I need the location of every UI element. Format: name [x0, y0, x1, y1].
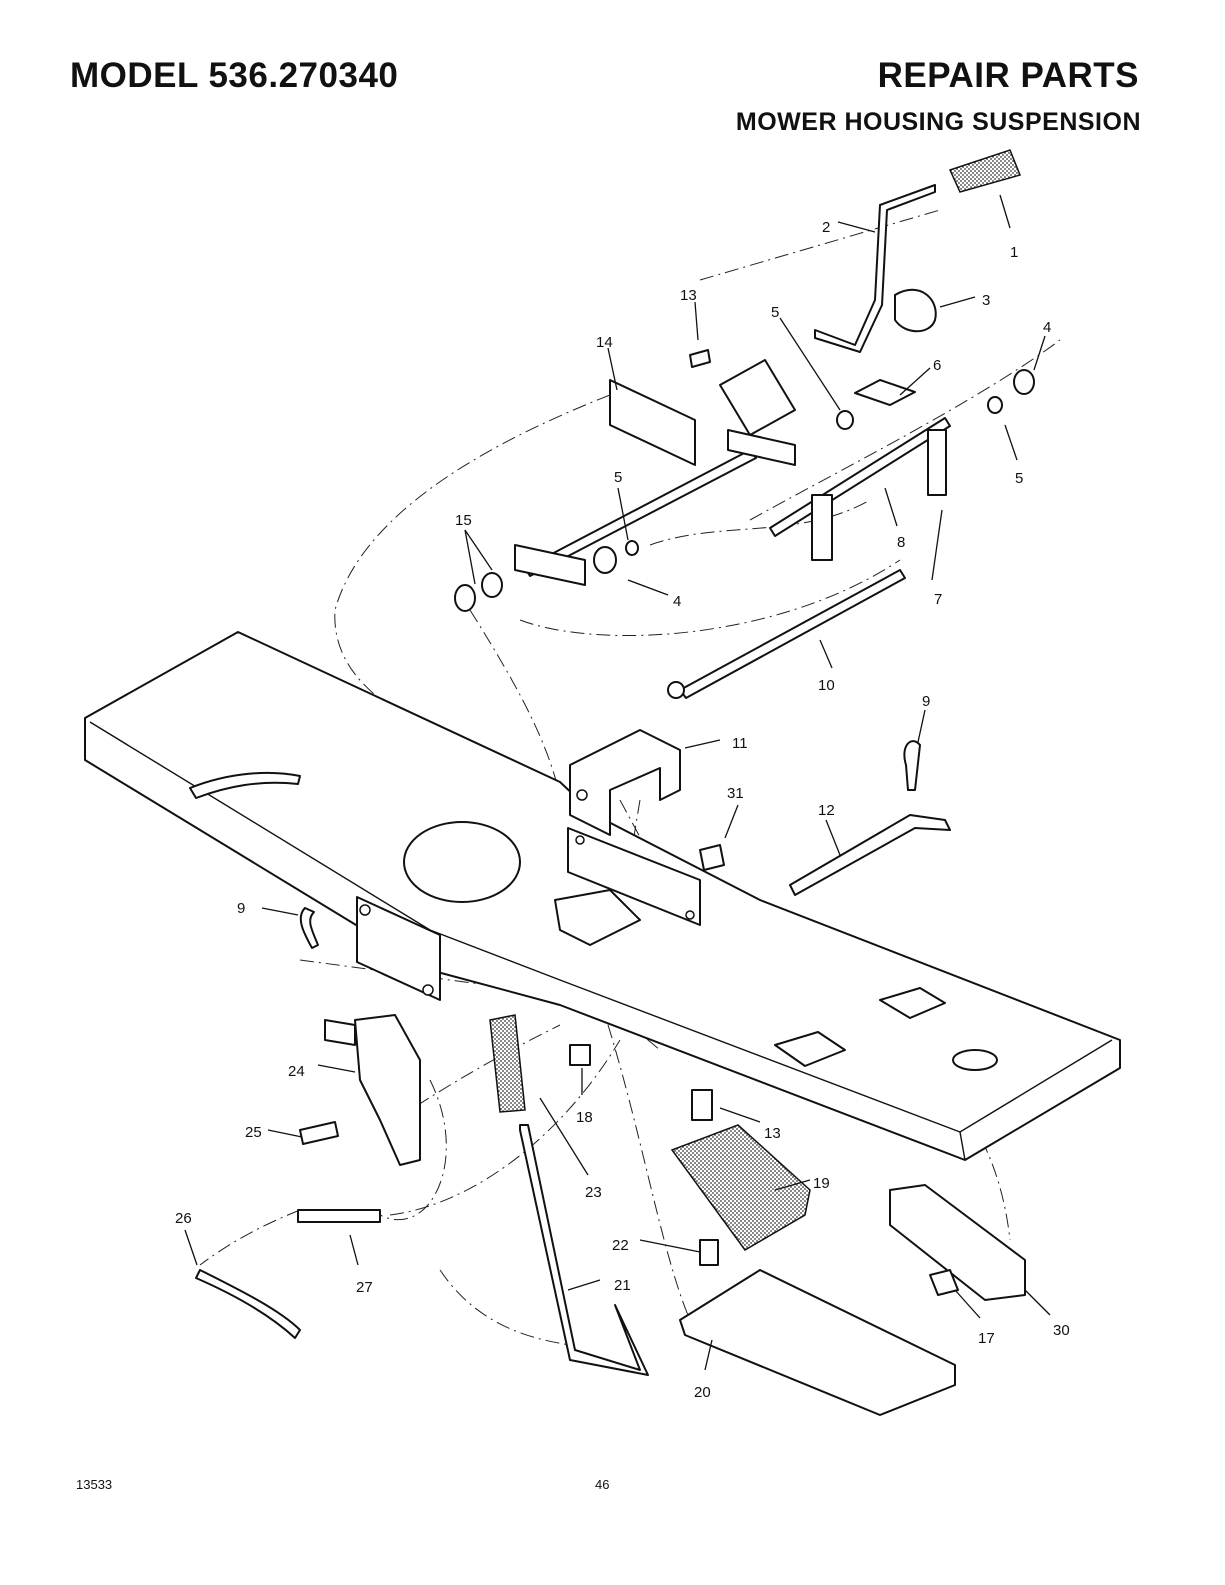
- callout-5b: 5: [1015, 470, 1023, 487]
- callout-4b: 4: [673, 593, 681, 610]
- callout-14: 14: [596, 334, 613, 351]
- callout-25: 25: [245, 1124, 262, 1141]
- callout-23: 23: [585, 1184, 602, 1201]
- callout-26: 26: [175, 1210, 192, 1227]
- callout-9b: 9: [237, 900, 245, 917]
- callout-20: 20: [694, 1384, 711, 1401]
- callout-2: 2: [822, 219, 830, 236]
- callout-19: 19: [813, 1175, 830, 1192]
- callout-3: 3: [982, 292, 990, 309]
- callout-13b: 13: [764, 1125, 781, 1142]
- callout-11: 11: [732, 735, 748, 752]
- callout-24: 24: [288, 1063, 305, 1080]
- document-number: 13533: [76, 1477, 112, 1492]
- callout-21: 21: [614, 1277, 631, 1294]
- callout-30: 30: [1053, 1322, 1070, 1339]
- callout-1: 1: [1010, 244, 1018, 261]
- callout-9a: 9: [922, 693, 930, 710]
- callout-22: 22: [612, 1237, 629, 1254]
- callout-8: 8: [897, 534, 905, 551]
- callout-5c: 5: [614, 469, 622, 486]
- callout-7: 7: [934, 591, 942, 608]
- callout-13a: 13: [680, 287, 697, 304]
- callout-12: 12: [818, 802, 835, 819]
- callout-18: 18: [576, 1109, 593, 1126]
- callout-5a: 5: [771, 304, 779, 321]
- callout-4a: 4: [1043, 319, 1051, 336]
- shaft-assembly: [455, 150, 1034, 698]
- page-number: 46: [595, 1477, 609, 1492]
- frame-assembly: [85, 632, 1120, 1160]
- callout-15: 15: [455, 512, 472, 529]
- callout-6: 6: [933, 357, 941, 374]
- callout-31: 31: [727, 785, 744, 802]
- callout-27: 27: [356, 1279, 373, 1296]
- callout-10: 10: [818, 677, 835, 694]
- callout-17: 17: [978, 1330, 995, 1347]
